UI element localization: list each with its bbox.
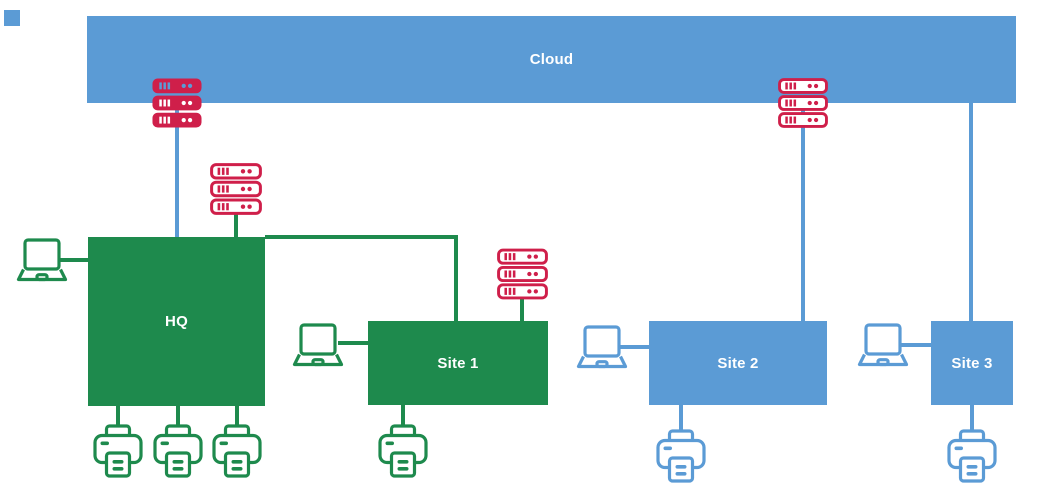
site1-node[interactable]: Site 1 (368, 321, 548, 405)
server-rack-icon[interactable] (152, 78, 202, 128)
site3-label: Site 3 (951, 354, 993, 372)
printer-icon[interactable] (378, 424, 428, 478)
printer-icon[interactable] (947, 429, 997, 483)
hq-site1-connector-line-h (265, 235, 458, 239)
laptop-icon[interactable] (576, 325, 628, 370)
server-rack-icon[interactable] (210, 163, 262, 215)
site2-node[interactable]: Site 2 (649, 321, 827, 405)
corner-accent-square (4, 10, 20, 26)
hq-label: HQ (165, 313, 188, 330)
server-rack-icon[interactable] (778, 78, 828, 128)
printer-site1-connector-line (401, 403, 405, 426)
site1-label: Site 1 (437, 354, 479, 372)
printer-icon[interactable] (656, 429, 706, 483)
printer-site3-connector-line (970, 403, 974, 431)
printer-icon[interactable] (212, 424, 262, 478)
laptop-icon[interactable] (857, 323, 909, 368)
hq-site1-connector-line-v (454, 235, 458, 321)
cloud-hq-connector-line (175, 103, 179, 237)
server-hq-connector-line (234, 200, 238, 237)
laptop-icon[interactable] (16, 238, 68, 283)
printer3-hq-connector-line (235, 404, 239, 426)
laptop-hq-connector-line (58, 258, 88, 262)
laptop-site2-connector-line (620, 345, 649, 349)
cloud-label: Cloud (529, 51, 574, 68)
printer-icon[interactable] (93, 424, 143, 478)
cloud-node[interactable]: Cloud (87, 16, 1016, 103)
printer-site2-connector-line (679, 403, 683, 431)
site3-node[interactable]: Site 3 (931, 321, 1013, 405)
hq-node[interactable]: HQ (88, 237, 265, 406)
printer1-hq-connector-line (116, 404, 120, 426)
server-rack-icon[interactable] (497, 248, 548, 300)
laptop-icon[interactable] (292, 323, 344, 368)
laptop-site3-connector-line (901, 343, 931, 347)
cloud-site2-connector-line (801, 103, 805, 321)
cloud-site3-connector-line (969, 103, 973, 321)
printer-icon[interactable] (153, 424, 203, 478)
printer2-hq-connector-line (176, 404, 180, 426)
laptop-site1-connector-line (338, 341, 368, 345)
site2-label: Site 2 (717, 354, 759, 372)
server-site1-connector-line (520, 290, 524, 321)
